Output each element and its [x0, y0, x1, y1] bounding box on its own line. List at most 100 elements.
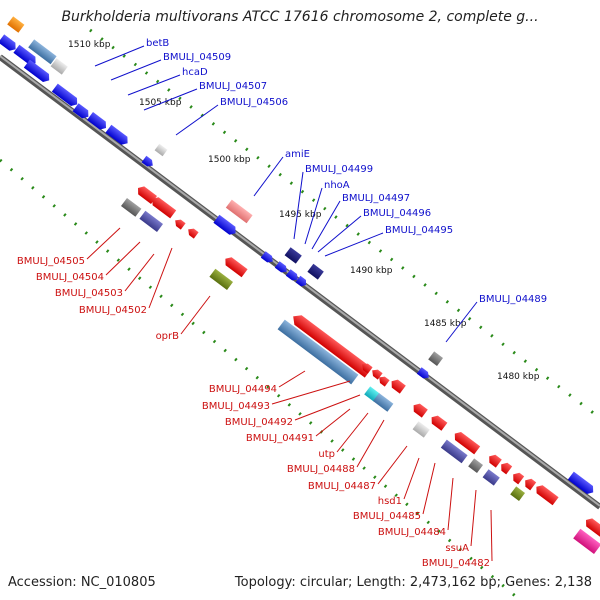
- gene-label-forward[interactable]: amiE: [285, 149, 310, 160]
- scale-label: 1485 kbp: [424, 319, 467, 329]
- gene-label-reverse[interactable]: BMULJ_04494: [209, 384, 277, 395]
- gene-label-forward[interactable]: BMULJ_04509: [163, 52, 231, 63]
- map-title: Burkholderia multivorans ATCC 17616 chro…: [61, 9, 539, 25]
- gene-reverse-5[interactable]: [222, 255, 248, 278]
- gene-navy-1[interactable]: [284, 247, 302, 264]
- gene-grey-2[interactable]: [121, 197, 142, 217]
- forward-features: [0, 16, 596, 497]
- gene-orange[interactable]: [7, 16, 25, 33]
- gene-reverse-1[interactable]: [135, 184, 157, 205]
- gene-label-reverse[interactable]: BMULJ_04482: [422, 558, 490, 569]
- gene-label-reverse[interactable]: ssuA: [445, 543, 469, 554]
- scale-label: 1495 kbp: [279, 210, 322, 220]
- gene-reverse-8[interactable]: [370, 367, 383, 380]
- gene-reverse-16[interactable]: [510, 470, 525, 485]
- gene-label-reverse[interactable]: BMULJ_04485: [353, 511, 421, 522]
- gene-reverse-17[interactable]: [522, 476, 537, 491]
- gene-reverse-12[interactable]: [429, 413, 448, 431]
- gene-magenta[interactable]: [573, 528, 600, 555]
- gene-label-forward[interactable]: betB: [146, 38, 169, 49]
- reverse-leaders: [86, 227, 493, 562]
- gene-reverse-4[interactable]: [186, 226, 199, 239]
- gene-label-forward[interactable]: BMULJ_04507: [199, 81, 267, 92]
- gene-reverse-19[interactable]: [583, 516, 600, 538]
- gene-olive-2[interactable]: [510, 486, 526, 502]
- gene-label-forward[interactable]: BMULJ_04497: [342, 193, 410, 204]
- gene-forward-4[interactable]: [51, 83, 80, 109]
- gene-pink-amiE[interactable]: [225, 199, 253, 224]
- scale-label: 1510 kbp: [68, 40, 111, 50]
- gene-forward-14[interactable]: [416, 367, 431, 381]
- gene-grey-1[interactable]: [428, 351, 444, 367]
- gene-steel-3[interactable]: [373, 392, 394, 412]
- gene-reverse-15[interactable]: [498, 460, 513, 475]
- gene-grey-3[interactable]: [468, 458, 484, 474]
- gene-label-forward[interactable]: hcaD: [182, 67, 208, 78]
- gene-forward-12[interactable]: [285, 269, 300, 283]
- gene-forward-9[interactable]: [213, 214, 238, 237]
- gene-forward-5[interactable]: [72, 103, 92, 121]
- gene-label-reverse[interactable]: BMULJ_04487: [308, 481, 376, 492]
- gene-reverse-18[interactable]: [533, 483, 559, 506]
- gene-label-reverse[interactable]: BMULJ_04503: [55, 288, 123, 299]
- gene-label-forward[interactable]: BMULJ_04496: [363, 208, 431, 219]
- gene-label-reverse[interactable]: BMULJ_04493: [202, 401, 270, 412]
- gene-reverse-3[interactable]: [173, 217, 186, 230]
- gene-light-1[interactable]: [50, 58, 68, 75]
- forward-labels: betB BMULJ_04509 hcaD BMULJ_04507 BMULJ_…: [146, 38, 547, 305]
- gene-forward-3[interactable]: [23, 59, 52, 85]
- reverse-labels: BMULJ_04505 BMULJ_04504 BMULJ_04503 BMUL…: [17, 256, 490, 569]
- scale-label: 1490 kbp: [350, 266, 393, 276]
- reverse-features: [121, 184, 600, 555]
- gene-purple-3[interactable]: [482, 469, 500, 486]
- gene-reverse-14[interactable]: [486, 452, 502, 468]
- gene-forward-1[interactable]: [0, 34, 19, 53]
- gene-label-reverse[interactable]: BMULJ_04502: [79, 305, 147, 316]
- gene-label-forward[interactable]: BMULJ_04506: [220, 97, 288, 108]
- gene-forward-13[interactable]: [295, 275, 309, 288]
- gene-label-reverse[interactable]: utp: [318, 449, 335, 460]
- gene-navy-2[interactable]: [307, 263, 324, 280]
- gene-reverse-11[interactable]: [411, 401, 428, 418]
- gene-reverse-2[interactable]: [149, 195, 177, 219]
- genome-stats-text: Topology: circular; Length: 2,473,162 bp…: [234, 575, 592, 590]
- gene-label-reverse[interactable]: oprB: [156, 331, 180, 342]
- gene-reverse-7[interactable]: [360, 361, 373, 374]
- scale-label: 1500 kbp: [208, 155, 251, 165]
- gene-forward-15[interactable]: [567, 471, 596, 497]
- gene-label-reverse[interactable]: BMULJ_04488: [287, 464, 355, 475]
- tick-row-inner: [0, 158, 521, 600]
- gene-label-forward[interactable]: nhoA: [324, 180, 350, 191]
- gene-light-2[interactable]: [154, 143, 168, 157]
- gene-label-reverse[interactable]: BMULJ_04484: [378, 527, 446, 538]
- accession-text: Accession: NC_010805: [8, 575, 156, 590]
- gene-label-forward[interactable]: BMULJ_04499: [305, 164, 373, 175]
- gene-reverse-6[interactable]: [290, 312, 372, 378]
- gene-forward-11[interactable]: [274, 261, 289, 275]
- gene-label-forward[interactable]: BMULJ_04489: [479, 294, 547, 305]
- gene-reverse-13[interactable]: [452, 430, 481, 455]
- scale-label: 1480 kbp: [497, 372, 540, 382]
- gene-label-reverse[interactable]: BMULJ_04504: [36, 272, 104, 283]
- gene-forward-7[interactable]: [105, 124, 130, 147]
- gene-label-forward[interactable]: BMULJ_04495: [385, 225, 453, 236]
- gene-forward-6[interactable]: [87, 111, 109, 132]
- gene-olive-oprB[interactable]: [209, 268, 233, 291]
- gene-forward-8[interactable]: [141, 155, 156, 169]
- gene-label-reverse[interactable]: hsd1: [378, 496, 402, 507]
- gene-steel-2[interactable]: [277, 319, 359, 385]
- gene-purple-1[interactable]: [139, 210, 163, 233]
- gene-label-reverse[interactable]: BMULJ_04491: [246, 433, 314, 444]
- gene-forward-10[interactable]: [260, 251, 275, 265]
- tick-rows: [0, 28, 600, 600]
- forward-leaders: [94, 45, 478, 343]
- gene-reverse-9[interactable]: [377, 374, 390, 387]
- gene-reverse-10[interactable]: [389, 377, 406, 394]
- gene-label-reverse[interactable]: BMULJ_04505: [17, 256, 85, 267]
- gene-light-3[interactable]: [412, 421, 430, 438]
- gene-purple-2[interactable]: [440, 439, 468, 464]
- gene-steel-1[interactable]: [28, 39, 57, 65]
- gene-label-reverse[interactable]: BMULJ_04492: [225, 417, 293, 428]
